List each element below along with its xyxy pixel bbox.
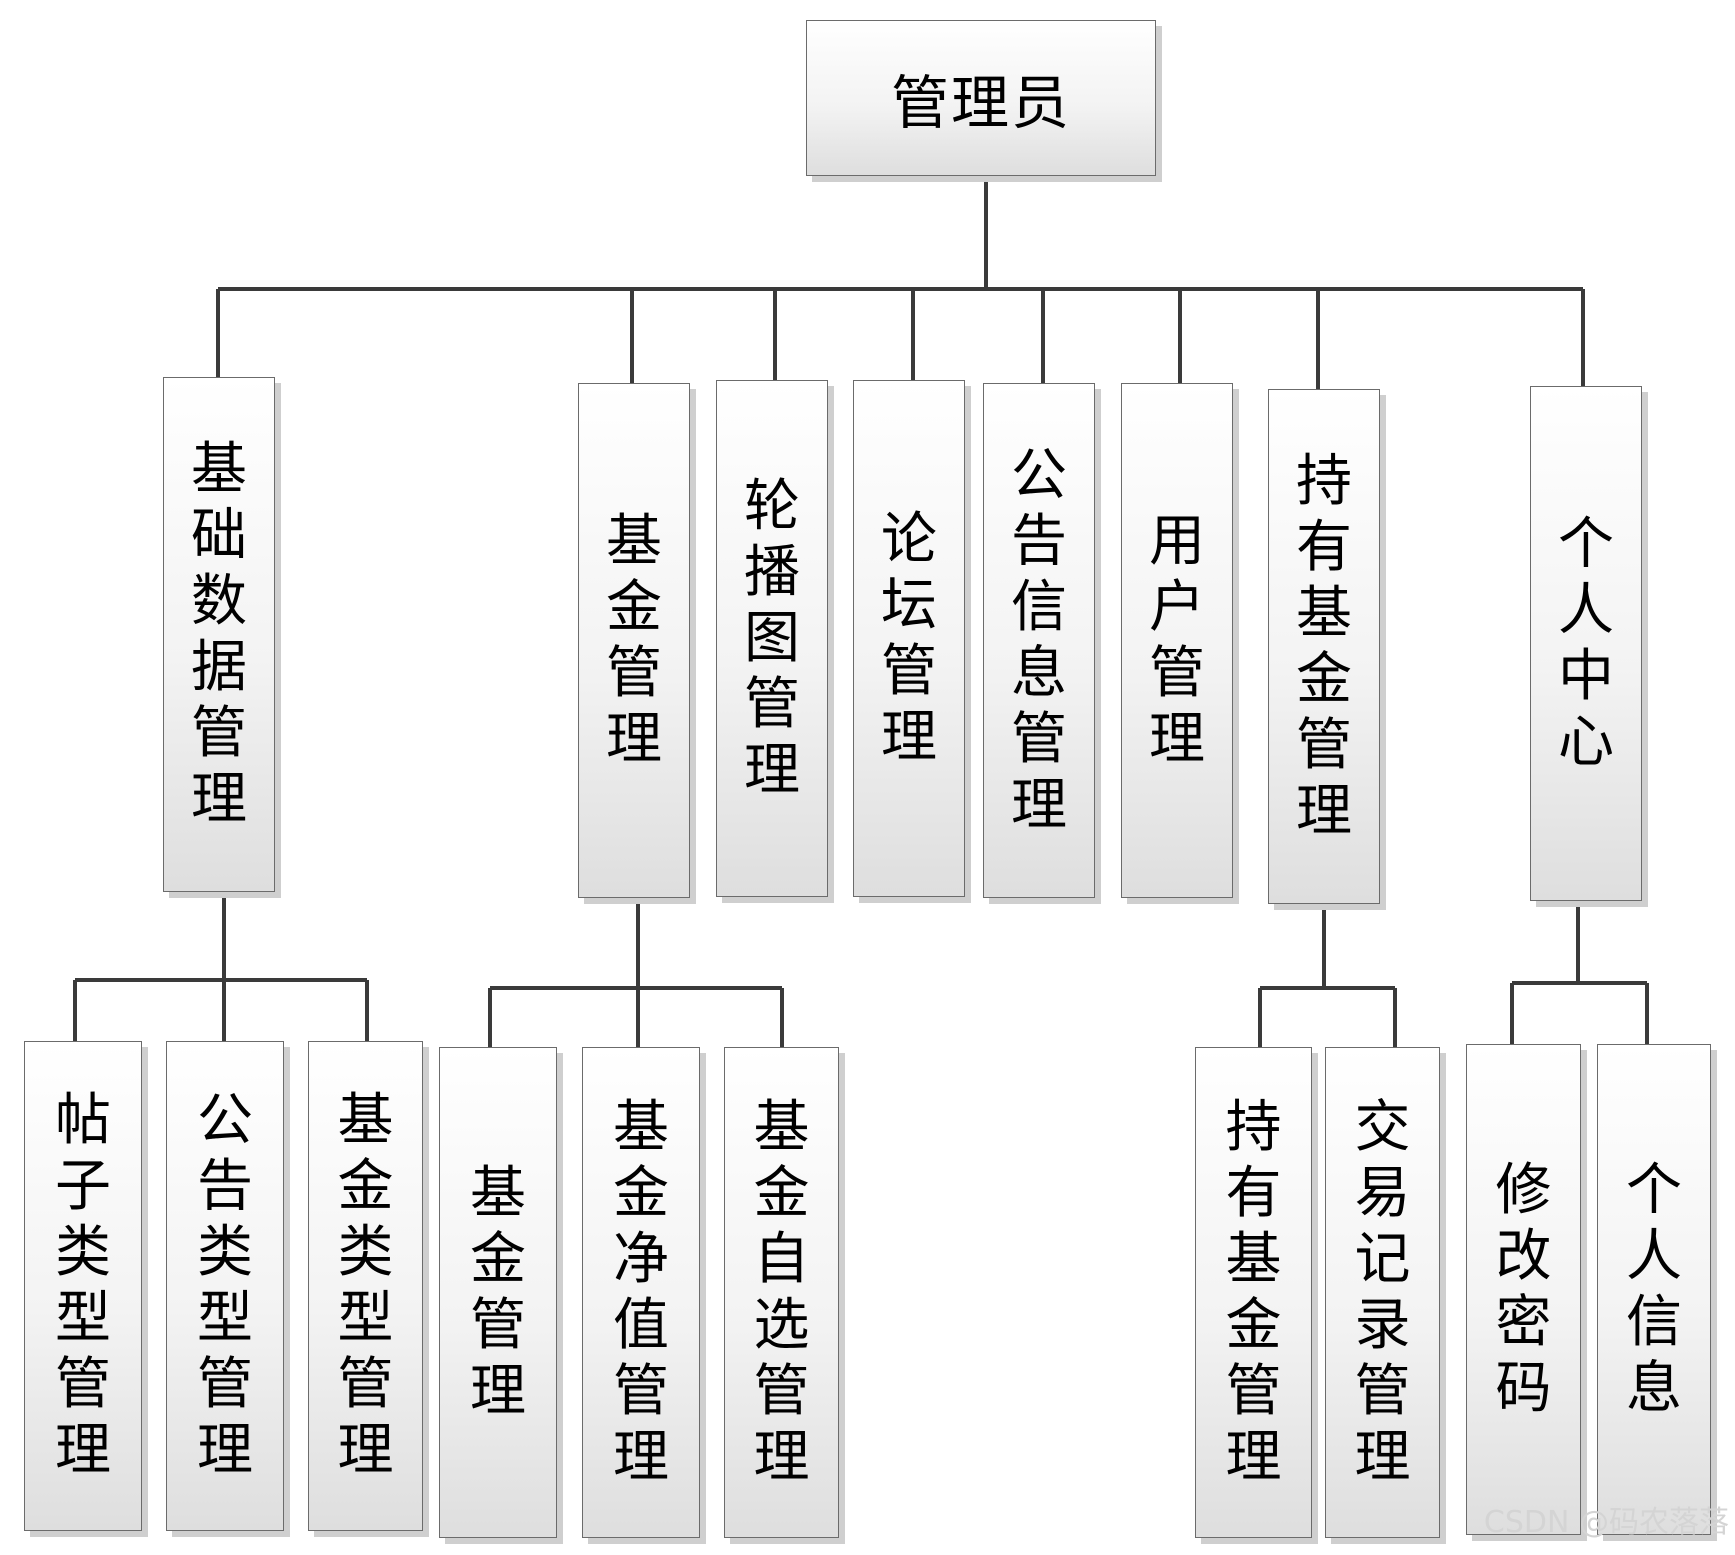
node-post-type-management: 帖子类型管理 [24, 1041, 142, 1531]
node-label: 个人信息 [1625, 1157, 1682, 1421]
node-user-management: 用户管理 [1121, 383, 1233, 898]
node-transaction-record-management: 交易记录管理 [1325, 1047, 1440, 1538]
root-node-label: 管理员 [890, 69, 1071, 137]
node-label: 轮播图管理 [743, 473, 800, 803]
node-label: 持有基金管理 [1295, 448, 1352, 844]
node-fund-type-management: 基金类型管理 [308, 1041, 423, 1531]
node-label: 基金管理 [605, 508, 662, 772]
node-fund-watchlist-management: 基金自选管理 [724, 1047, 839, 1538]
node-label: 论坛管理 [880, 506, 937, 770]
root-node-admin: 管理员 [806, 20, 1156, 176]
node-change-password: 修改密码 [1466, 1044, 1581, 1535]
watermark-text: CSDN @码农落落 [1483, 1505, 1729, 1540]
node-label: 修改密码 [1495, 1157, 1552, 1421]
node-notice-type-management: 公告类型管理 [166, 1041, 284, 1531]
node-personal-center: 个人中心 [1530, 386, 1642, 901]
node-label: 个人中心 [1557, 511, 1614, 775]
node-personal-info: 个人信息 [1597, 1044, 1711, 1535]
node-label: 公告信息管理 [1010, 442, 1067, 838]
node-label: 交易记录管理 [1354, 1094, 1411, 1490]
node-fund-nav-management: 基金净值管理 [582, 1047, 700, 1538]
node-label: 基金类型管理 [337, 1088, 394, 1483]
node-fund-management: 基金管理 [578, 383, 690, 898]
node-label: 基金管理 [469, 1160, 526, 1424]
node-basic-data-management: 基础数据管理 [163, 377, 275, 892]
node-label: 基金净值管理 [612, 1094, 669, 1490]
node-forum-management: 论坛管理 [853, 380, 965, 897]
node-fund-management-sub: 基金管理 [439, 1047, 557, 1538]
node-label: 用户管理 [1148, 508, 1205, 772]
node-label: 帖子类型管理 [54, 1088, 111, 1483]
node-label: 基础数据管理 [190, 436, 247, 832]
node-label: 持有基金管理 [1225, 1094, 1282, 1490]
node-label: 公告类型管理 [196, 1088, 253, 1483]
node-notice-management: 公告信息管理 [983, 383, 1095, 898]
node-label: 基金自选管理 [753, 1094, 810, 1490]
node-holding-fund-management-sub: 持有基金管理 [1195, 1047, 1312, 1538]
node-carousel-management: 轮播图管理 [716, 380, 828, 897]
node-holding-fund-management: 持有基金管理 [1268, 389, 1380, 904]
